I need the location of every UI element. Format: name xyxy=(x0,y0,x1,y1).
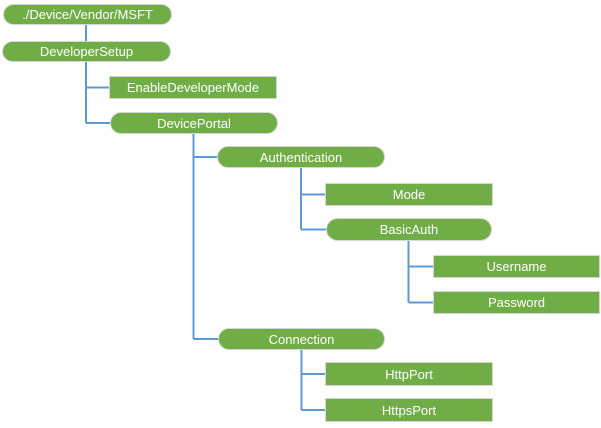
tree-node-password: Password xyxy=(433,291,600,314)
connector-developersetup-children xyxy=(85,62,110,124)
tree-node-connection: Connection xyxy=(218,328,385,350)
connector-basicauth-children xyxy=(407,241,433,304)
tree-node-httpsport: HttpsPort xyxy=(325,398,493,422)
tree-node-developersetup: DeveloperSetup xyxy=(2,41,171,62)
tree-node-root: ./Device/Vendor/MSFT xyxy=(3,4,172,25)
tree-node-deviceportal: DevicePortal xyxy=(110,112,278,134)
tree-node-username: Username xyxy=(433,255,600,278)
connector-authentication-children xyxy=(300,168,326,231)
tree-node-httpport: HttpPort xyxy=(325,362,493,386)
tree-node-mode: Mode xyxy=(325,183,493,206)
connector-deviceportal-children xyxy=(192,134,218,340)
tree-node-authentication: Authentication xyxy=(217,146,385,168)
tree-node-enabledevelopermode: EnableDeveloperMode xyxy=(109,76,277,99)
tree-node-basicauth: BasicAuth xyxy=(326,218,492,241)
connector-connection-children xyxy=(300,350,325,411)
